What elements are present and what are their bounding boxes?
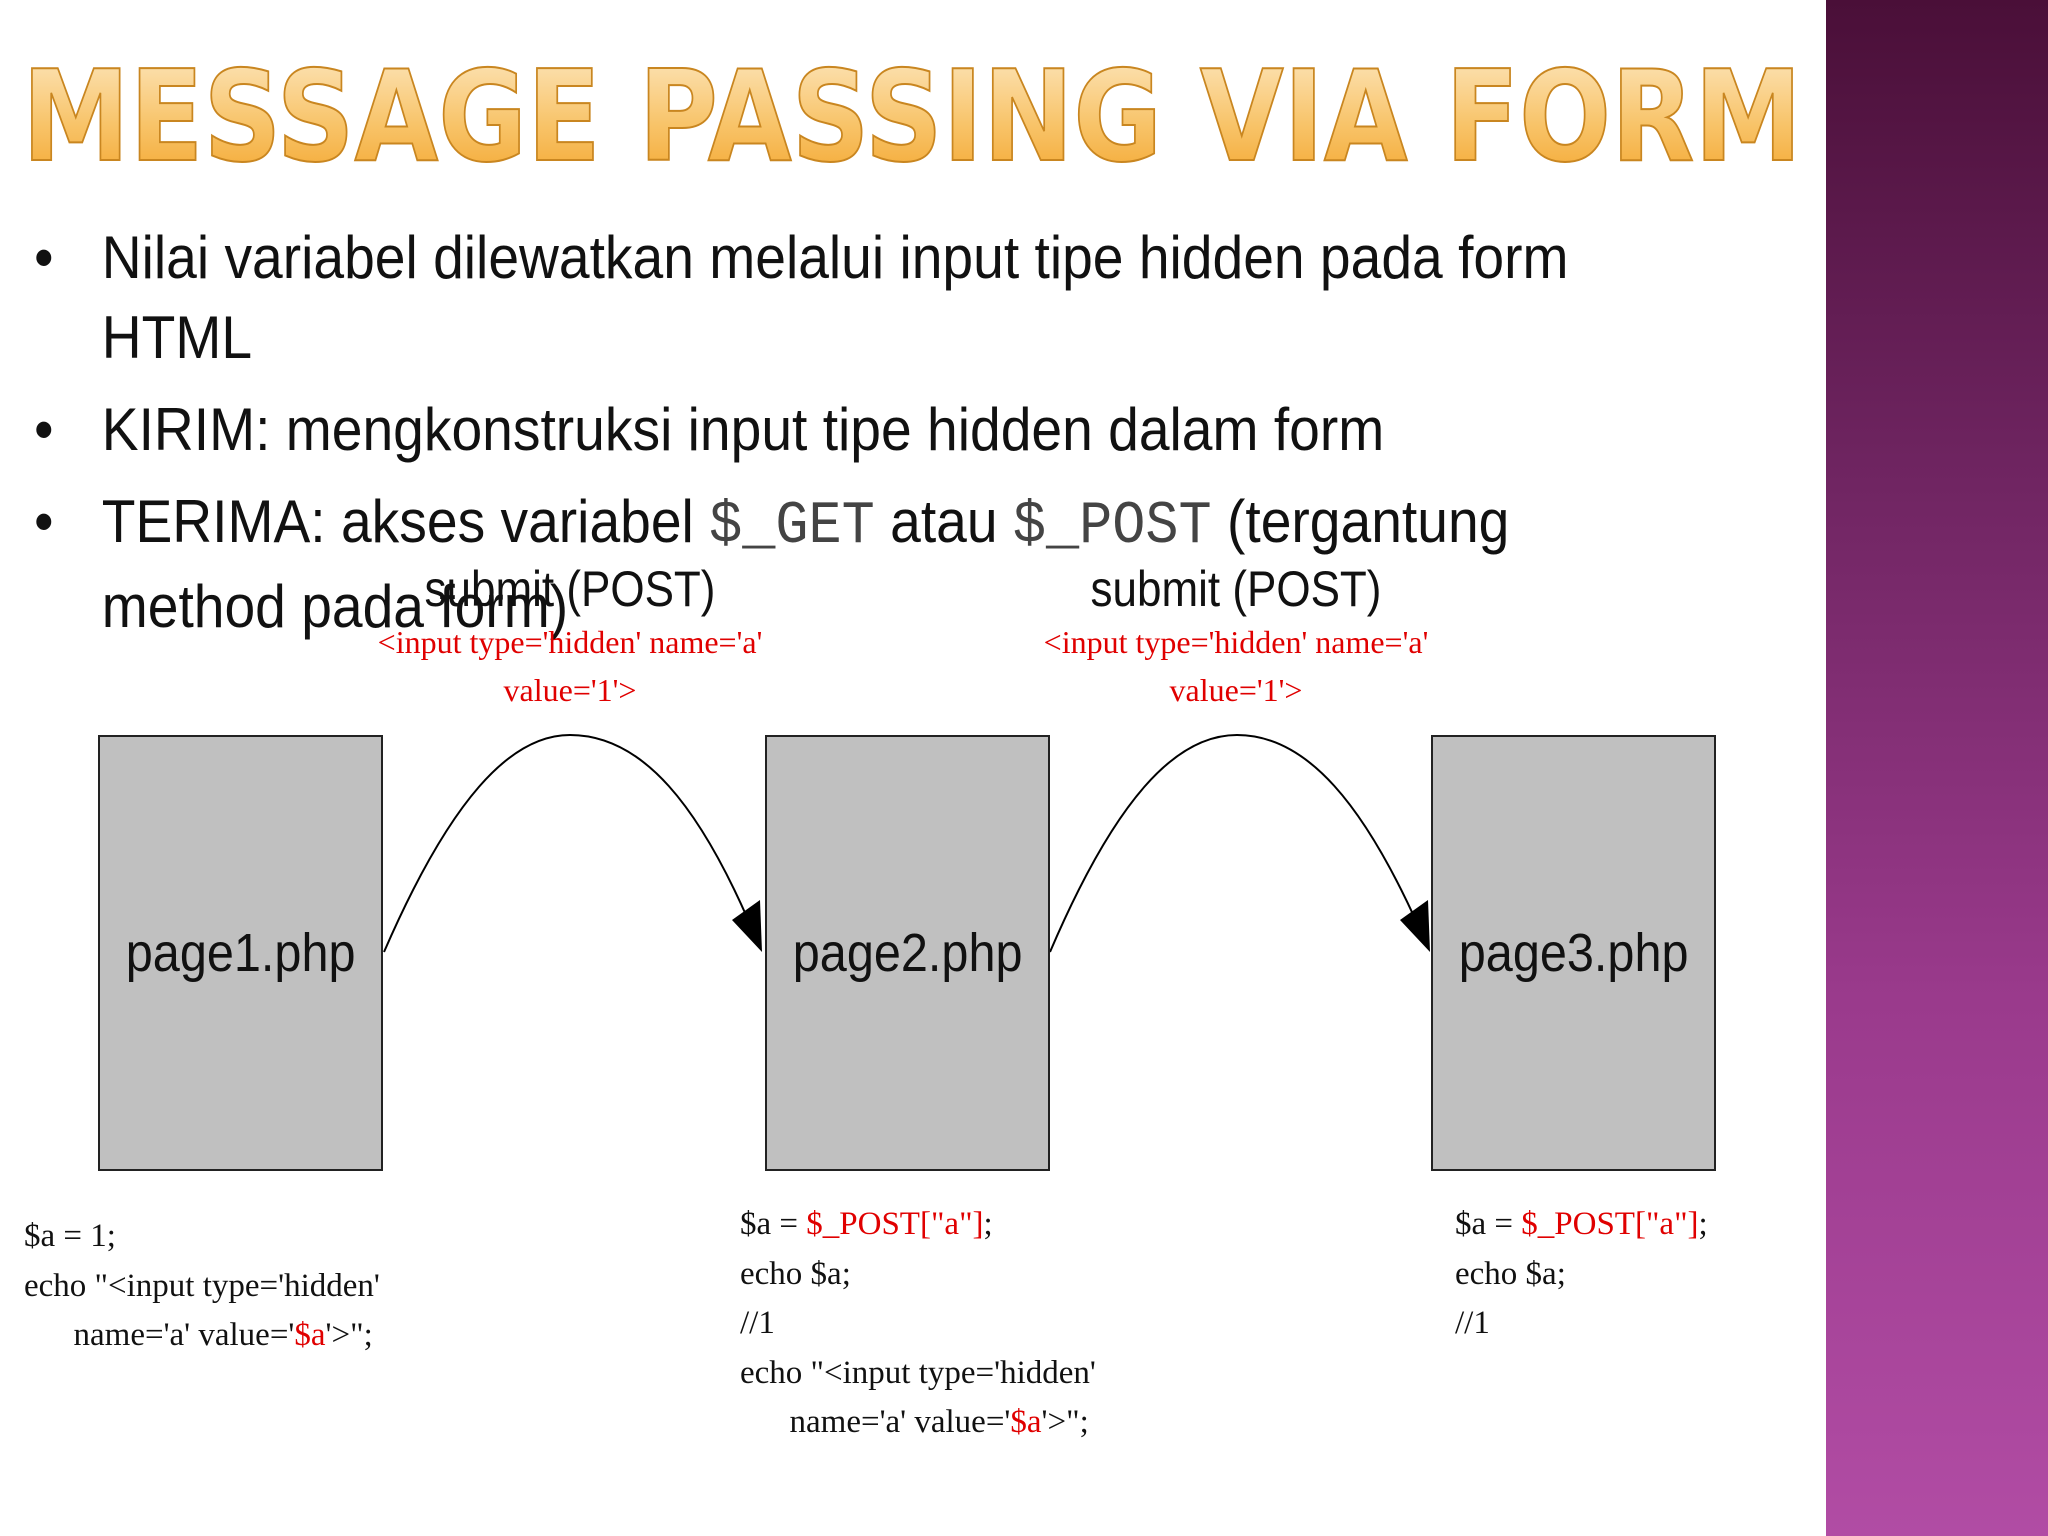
arrow-page1-to-page2 (383, 733, 761, 953)
arrows-layer (383, 733, 1430, 953)
transition-hidden-input-line2: value='1'> (503, 672, 637, 708)
bullet-item: • KIRIM: mengkonstruksi input tipe hidde… (30, 390, 1649, 470)
arrowhead-page3 (1400, 900, 1430, 952)
code-get: $_GET (709, 493, 875, 561)
bullet-text: KIRIM: mengkonstruksi input tipe hidden … (101, 396, 1385, 463)
code-line: name='a' value='$a'>"; (740, 1404, 1089, 1440)
code-block-page2: $a = $_POST["a"];echo $a; //1 echo "<input… (740, 1200, 1096, 1448)
code-block-page3: $a = $_POST["a"];echo $a; //1 (1455, 1200, 1708, 1349)
bullet-dot: • (34, 224, 54, 291)
page-label: page3.php (1458, 923, 1689, 983)
message-passing-diagram: submit (POST) <input type='hidden' name=… (0, 560, 1820, 1480)
decorative-sidebar (1826, 0, 2048, 1536)
code-post: $_POST (1012, 493, 1212, 561)
code-block-page1: $a = 1; echo "<input type='hidden' name='… (24, 1212, 380, 1361)
code-line: echo "<input type='hidden' (24, 1267, 380, 1304)
arrow-page2-to-page3 (1049, 733, 1429, 953)
code-line: //1 (1455, 1305, 1490, 1341)
transition-hidden-input-line2: value='1'> (1169, 672, 1303, 708)
transition-label-2: submit (POST) <input type='hidden' name=… (956, 560, 1516, 714)
slide-title: MESSAGE PASSING VIA FORM (22, 42, 1803, 182)
bullet-text-mid: atau (874, 488, 1013, 555)
bullet-text-pre: TERIMA: akses variabel (101, 488, 710, 555)
code-line: $a = $_POST["a"]; (1455, 1206, 1708, 1242)
transition-hidden-input-line1: <input type='hidden' name='a' (377, 624, 763, 660)
page-box-page1: page1.php (98, 735, 383, 1171)
code-line: $a = 1; (24, 1218, 116, 1254)
code-line: $a = $_POST["a"]; (740, 1206, 993, 1242)
code-line: //1 (740, 1305, 775, 1341)
bullet-text: Nilai variabel dilewatkan melalui input … (101, 224, 1569, 371)
transition-submit-label: submit (POST) (424, 561, 716, 617)
page-box-page3: page3.php (1431, 735, 1716, 1171)
bullet-dot: • (34, 488, 54, 555)
bullet-dot: • (34, 396, 54, 463)
transition-submit-label: submit (POST) (1090, 561, 1382, 617)
bullet-item: • TERIMA: akses variabel $_GET atau $_PO… (30, 482, 1649, 647)
bullet-list: • Nilai variabel dilewatkan melalui inpu… (30, 218, 1790, 659)
code-line: echo $a; (740, 1255, 851, 1292)
transition-hidden-input-line1: <input type='hidden' name='a' (1043, 624, 1429, 660)
bullet-text-post: (tergantung method pada form) (101, 488, 1510, 640)
page-label: page2.php (792, 923, 1023, 983)
code-line: echo $a; (1455, 1255, 1566, 1292)
page-box-page2: page2.php (765, 735, 1050, 1171)
transition-label-1: submit (POST) <input type='hidden' name=… (290, 560, 850, 714)
page-label: page1.php (125, 923, 356, 983)
bullet-item: • Nilai variabel dilewatkan melalui inpu… (30, 218, 1649, 378)
arrowhead-page2 (732, 900, 762, 952)
code-line: echo "<input type='hidden' (740, 1354, 1096, 1391)
slide-title-text: MESSAGE PASSING VIA FORM (22, 43, 1802, 182)
code-line: name='a' value='$a'>"; (24, 1317, 373, 1353)
